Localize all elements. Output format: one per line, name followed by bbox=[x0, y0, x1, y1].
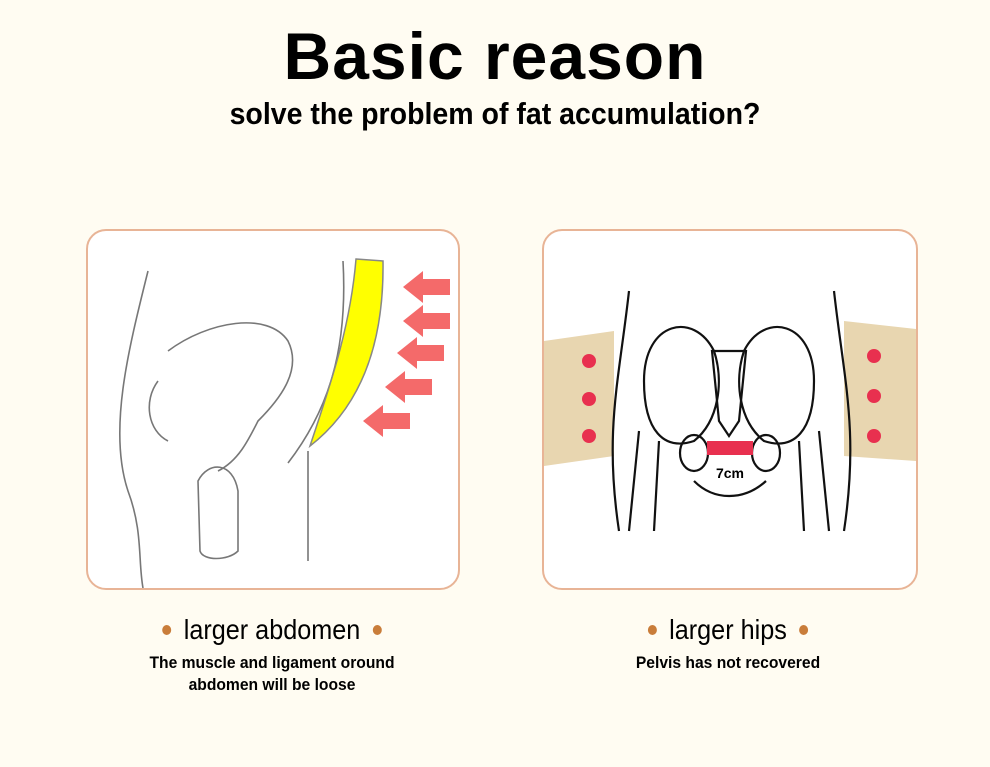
measurement-label: 7cm bbox=[716, 465, 744, 481]
bullet-icon bbox=[799, 625, 809, 635]
abdomen-description-line1: The muscle and ligament oround bbox=[149, 653, 395, 672]
abdomen-heading: larger abdomen bbox=[183, 614, 361, 645]
hips-description: Pelvis has not recovered bbox=[635, 653, 821, 672]
hips-caption: larger hips Pelvis has not recovered bbox=[538, 614, 918, 674]
compression-arrows bbox=[582, 349, 881, 443]
bullet-icon bbox=[647, 625, 657, 635]
belly-fat-shape bbox=[308, 258, 384, 449]
right-hip-band bbox=[844, 321, 916, 461]
pelvic-gap-marker bbox=[707, 441, 753, 455]
hips-heading: larger hips bbox=[669, 614, 787, 645]
abdomen-caption: larger abdomen The muscle and ligament o… bbox=[82, 614, 462, 696]
bullet-icon bbox=[372, 625, 382, 635]
abdomen-description-line2: abdomen will be loose bbox=[188, 675, 356, 694]
abdomen-side-view-illustration bbox=[118, 258, 450, 588]
pressure-arrows bbox=[363, 271, 450, 437]
page-subtitle: solve the problem of fat accumulation? bbox=[229, 96, 761, 131]
bullet-icon bbox=[162, 625, 172, 635]
page-title: Basic reason bbox=[283, 19, 707, 93]
hips-illustration-card: 7cm bbox=[542, 229, 918, 590]
left-hip-band bbox=[544, 331, 614, 466]
pelvis-front-view-illustration: 7cm bbox=[544, 290, 916, 532]
abdomen-illustration-card bbox=[86, 229, 460, 590]
